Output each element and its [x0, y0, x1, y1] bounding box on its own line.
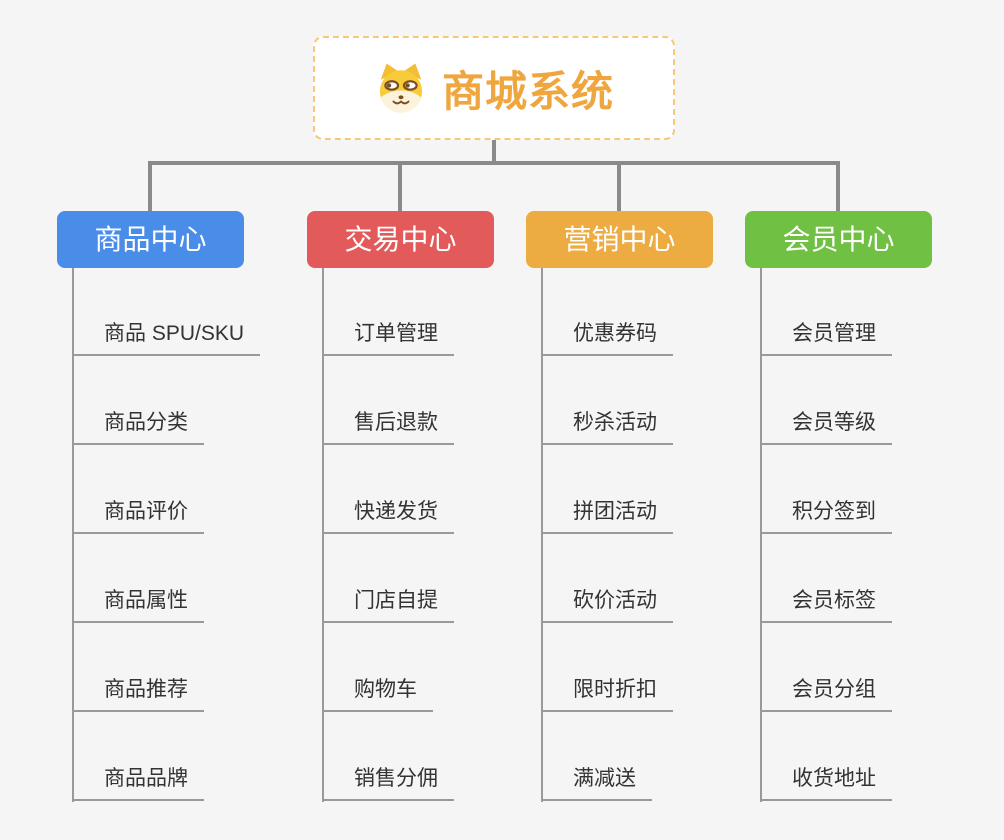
connector-drop-member	[836, 163, 840, 211]
child-node[interactable]: 积分签到	[760, 497, 892, 534]
child-node[interactable]: 商品品牌	[72, 764, 204, 801]
connector-spine-marketing	[541, 268, 543, 802]
child-node[interactable]: 商品 SPU/SKU	[72, 319, 261, 356]
child-node[interactable]: 快递发货	[322, 497, 454, 534]
child-node[interactable]: 砍价活动	[541, 586, 673, 623]
connector-spine-trade	[322, 268, 324, 802]
connector-drop-product	[148, 163, 152, 211]
child-node[interactable]: 门店自提	[322, 586, 454, 623]
child-node[interactable]: 会员分组	[760, 675, 892, 712]
child-node[interactable]: 会员管理	[760, 319, 892, 356]
connector-bus	[148, 161, 840, 165]
child-node[interactable]: 优惠券码	[541, 319, 673, 356]
child-node[interactable]: 秒杀活动	[541, 408, 673, 445]
connector-root-stem	[492, 140, 496, 163]
child-node[interactable]: 订单管理	[322, 319, 454, 356]
connector-drop-trade	[398, 163, 402, 211]
child-node[interactable]: 销售分佣	[322, 764, 454, 801]
child-node[interactable]: 会员标签	[760, 586, 892, 623]
child-node[interactable]: 商品分类	[72, 408, 204, 445]
child-node[interactable]: 限时折扣	[541, 675, 673, 712]
child-node[interactable]: 收货地址	[760, 764, 892, 801]
child-node[interactable]: 拼团活动	[541, 497, 673, 534]
branch-node-product-center[interactable]: 商品中心	[57, 211, 244, 268]
child-node[interactable]: 商品评价	[72, 497, 204, 534]
connector-spine-member	[760, 268, 762, 802]
child-node[interactable]: 商品属性	[72, 586, 204, 623]
child-node[interactable]: 会员等级	[760, 408, 892, 445]
child-node[interactable]: 满减送	[541, 764, 652, 801]
child-node[interactable]: 购物车	[322, 675, 433, 712]
branch-node-member-center[interactable]: 会员中心	[745, 211, 932, 268]
child-node[interactable]: 商品推荐	[72, 675, 204, 712]
branch-node-trade-center[interactable]: 交易中心	[307, 211, 494, 268]
child-node[interactable]: 售后退款	[322, 408, 454, 445]
branch-node-marketing-center[interactable]: 营销中心	[526, 211, 713, 268]
connector-spine-product	[72, 268, 74, 802]
connector-drop-marketing	[617, 163, 621, 211]
root-title: 商城系统	[441, 67, 614, 115]
dog-face-icon	[374, 61, 428, 115]
root-node[interactable]: 商城系统	[313, 36, 675, 140]
